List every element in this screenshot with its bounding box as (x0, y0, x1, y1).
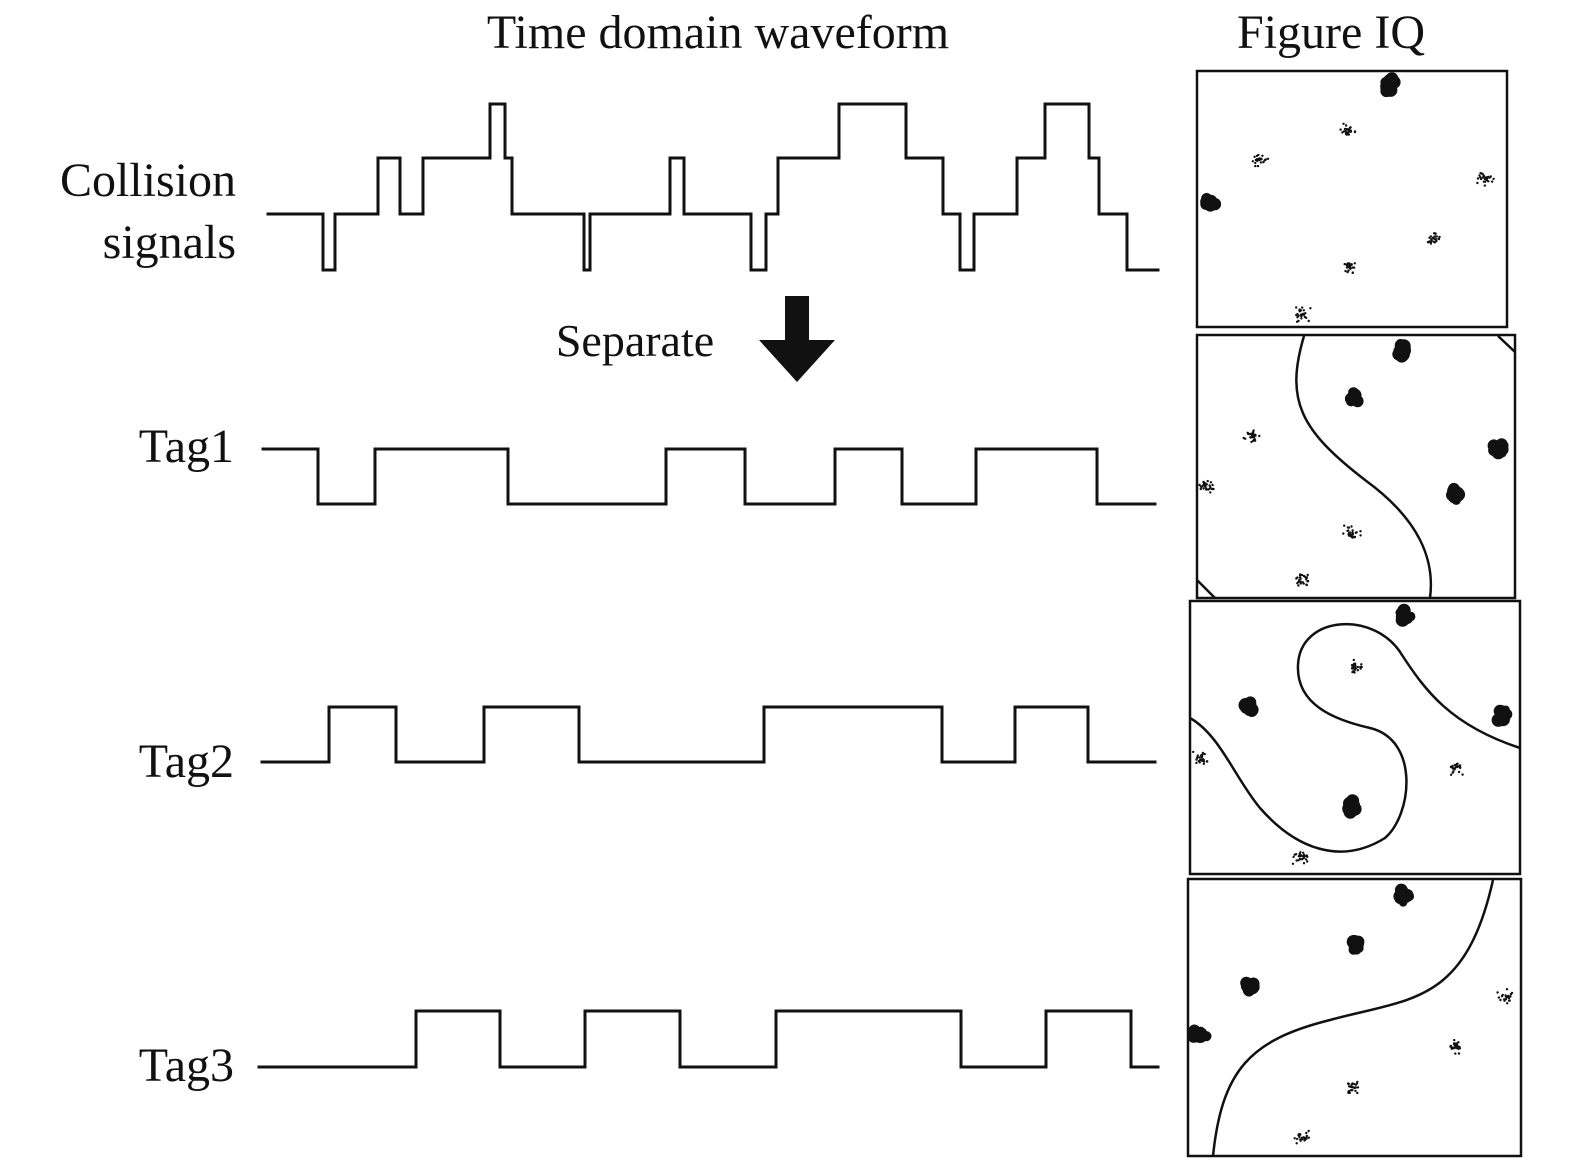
constellation-point-sparse (1295, 573, 1310, 587)
tag2-waveform (260, 705, 1157, 764)
tag3-label: Tag3 (139, 1039, 234, 1092)
down-arrow-icon (759, 296, 835, 382)
constellation-point-sparse (1426, 232, 1441, 245)
constellation-point-dense (1487, 438, 1509, 460)
constellation-point-dense (1346, 935, 1365, 955)
constellation-point-dense (1344, 387, 1364, 408)
constellation-point-dense (1238, 696, 1259, 717)
tag1-waveform (261, 447, 1157, 506)
waveform-title: Time domain waveform (487, 6, 949, 59)
constellation-point-dense (1380, 72, 1401, 98)
decision-boundary-corner-bottom (1197, 579, 1216, 598)
constellation-point-sparse (1291, 851, 1309, 865)
decision-boundary (1211, 879, 1495, 1156)
constellation-point-sparse (1251, 153, 1270, 168)
decision-boundary (1295, 335, 1433, 598)
constellation-point-dense (1240, 976, 1260, 997)
constellation-point-dense (1200, 193, 1222, 212)
tag3-waveform (257, 1009, 1160, 1069)
constellation-point-dense (1392, 338, 1411, 363)
constellation-point-sparse (1347, 1080, 1360, 1095)
iq-panel-tag3 (1186, 877, 1523, 1158)
collision-waveform (266, 102, 1160, 272)
constellation-point-dense (1393, 883, 1415, 907)
collision-label-line-1: Collision (60, 154, 236, 207)
constellation-point-sparse (1449, 1038, 1462, 1055)
constellation-point-dense (1188, 1024, 1212, 1043)
constellation-point-sparse (1295, 306, 1312, 323)
constellation-point-sparse (1476, 171, 1495, 187)
iq-panel-collision (1195, 69, 1509, 329)
separate-label: Separate (556, 315, 714, 366)
constellation-point-sparse (1242, 429, 1261, 444)
constellation-point-dense (1491, 704, 1513, 727)
constellation-point-sparse (1192, 750, 1209, 766)
constellation-point-dense (1342, 794, 1362, 819)
iq-panel-tag2 (1188, 599, 1522, 876)
tag2-label: Tag2 (139, 735, 234, 788)
decision-boundary-corner-top (1497, 335, 1515, 353)
constellation-point-sparse (1339, 122, 1357, 136)
constellation-point-sparse (1342, 524, 1362, 539)
constellation-point-sparse (1449, 762, 1464, 776)
collision-label-line-2: signals (103, 216, 236, 269)
constellation-point-sparse (1198, 479, 1215, 494)
iq-title: Figure IQ (1237, 6, 1425, 59)
constellation-point-dense (1446, 482, 1466, 505)
constellation-point-sparse (1293, 1129, 1311, 1145)
iq-panel-tag1 (1195, 333, 1517, 600)
constellation-point-sparse (1350, 658, 1363, 674)
constellation-point-dense (1395, 603, 1416, 627)
constellation-point-sparse (1343, 262, 1357, 275)
constellation-point-sparse (1496, 988, 1514, 1005)
tag1-label: Tag1 (139, 420, 234, 473)
decision-boundary (1190, 623, 1520, 853)
